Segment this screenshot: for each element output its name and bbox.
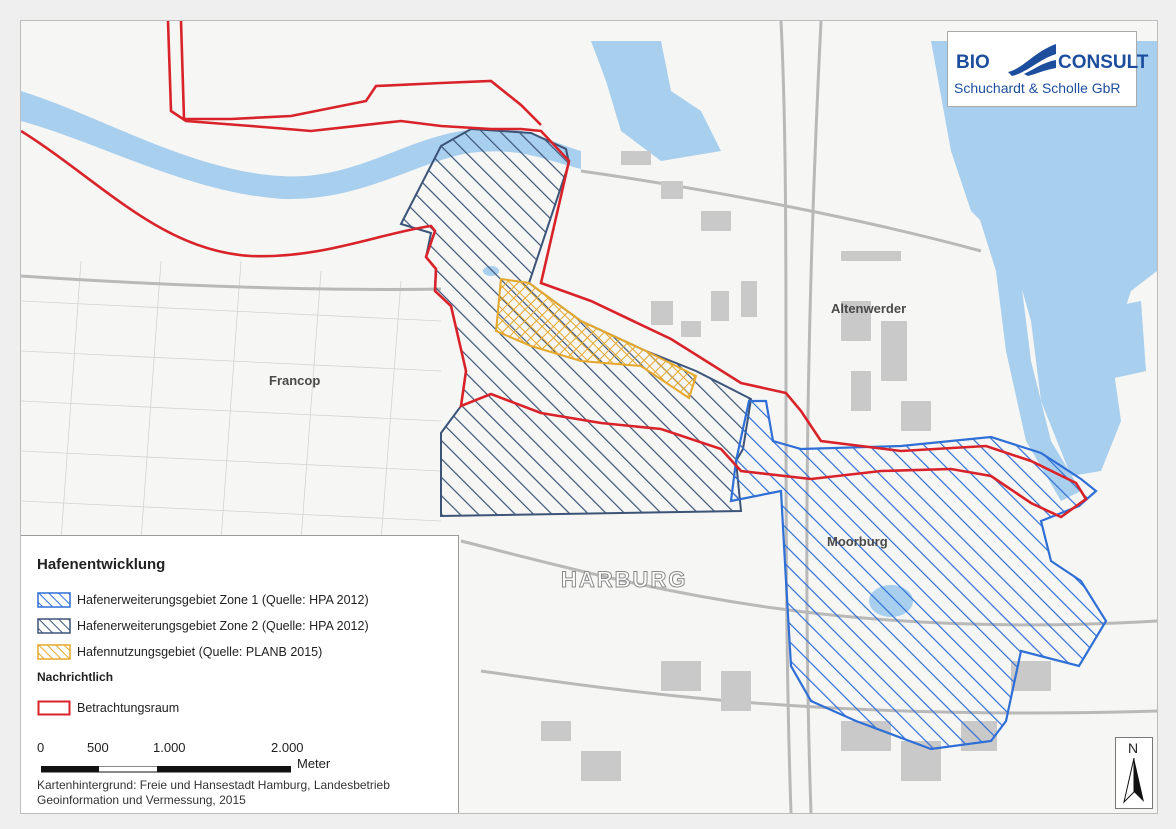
scale-tick-0: 0: [37, 740, 45, 755]
map-legend: Hafenentwicklung Hafenerweiterungsgebiet…: [21, 535, 459, 813]
map-canvas: [21, 21, 1157, 813]
north-arrow: N: [1115, 737, 1153, 809]
map-source-note: Kartenhintergrund: Freie und Hansestadt …: [37, 778, 390, 807]
field-lines: [21, 260, 442, 542]
place-label-moorburg: Moorburg: [827, 534, 888, 549]
place-label-francop: Francop: [269, 373, 321, 388]
legend-title: Hafenentwicklung: [37, 556, 166, 573]
harbour-basin-north: [591, 41, 721, 161]
legend-label-boundary: Betrachtungsraum: [77, 701, 180, 715]
place-label-altenwerder: Altenwerder: [831, 301, 907, 316]
legend-label-harbour-use: Hafennutzungsgebiet (Quelle: PLANB 2015): [77, 645, 323, 659]
map-frame: Francop Altenwerder Moorburg HARBURG BIO…: [20, 20, 1158, 814]
logo-word-bio: BIO: [956, 52, 990, 73]
scale-tick-500: 500: [87, 740, 109, 755]
harbour-basin-east: [1101, 161, 1157, 231]
legend-swatch-harbour-use: [37, 644, 71, 660]
logo-subtitle: Schuchardt & Scholle GbR: [954, 80, 1121, 96]
legend-item-boundary: Betrachtungsraum: [37, 698, 179, 718]
legend-label-zone1: Hafenerweiterungsgebiet Zone 1 (Quelle: …: [77, 593, 369, 607]
company-logo: BIO CONSULT Schuchardt & Scholle GbR: [947, 31, 1148, 107]
scale-tick-2000: 2.000: [271, 740, 304, 755]
legend-item-harbour-use: Hafennutzungsgebiet (Quelle: PLANB 2015): [37, 642, 322, 662]
zone1-area: [729, 399, 1108, 751]
legend-item-zone1: Hafenerweiterungsgebiet Zone 1 (Quelle: …: [37, 590, 369, 610]
legend-swatch-zone1: [37, 592, 71, 608]
legend-subhead: Nachrichtlich: [37, 670, 114, 684]
legend-swatch-boundary: [37, 700, 71, 716]
logo-mark-icon: [1008, 44, 1056, 76]
legend-label-zone2: Hafenerweiterungsgebiet Zone 2 (Quelle: …: [77, 619, 369, 633]
scale-bar: [41, 766, 291, 773]
logo-word-consult: CONSULT: [1058, 52, 1149, 73]
harbour-basin-east-2: [1091, 301, 1146, 381]
legend-swatch-zone2: [37, 618, 71, 634]
scale-tick-1000: 1.000: [153, 740, 186, 755]
study-area-boundary-north: [179, 21, 542, 126]
place-label-harburg: HARBURG: [560, 567, 688, 593]
scale-unit: Meter: [297, 756, 331, 771]
study-area-boundary: [21, 21, 1088, 519]
harbour-use-area: [494, 277, 698, 400]
harbour-channel-east: [971, 141, 1081, 501]
north-arrow-icon: [1123, 758, 1144, 804]
legend-item-zone2: Hafenerweiterungsgebiet Zone 2 (Quelle: …: [37, 616, 369, 636]
north-label: N: [1128, 740, 1139, 756]
